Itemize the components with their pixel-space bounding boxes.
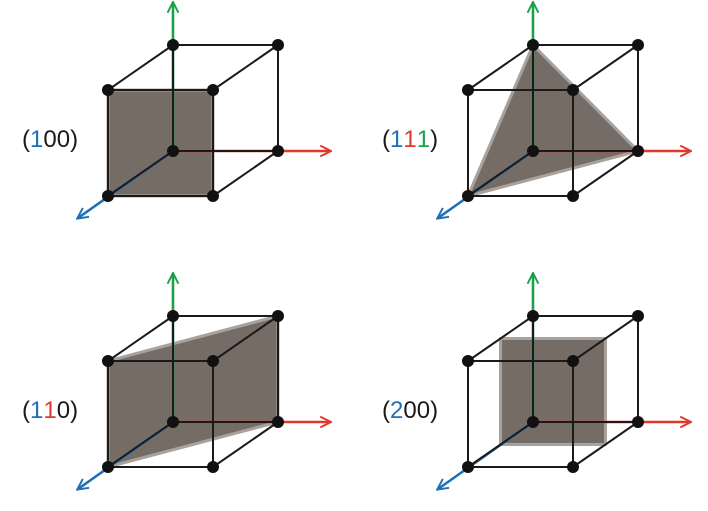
cube-edge-Xp-XZ-p100 — [212, 150, 279, 197]
lattice-point-O-p111 — [527, 145, 539, 157]
cube-edge-O-Z-p110 — [107, 421, 174, 468]
lattice-point-XZ-p200 — [567, 461, 579, 473]
lattice-point-XZ-p100 — [207, 190, 219, 202]
lattice-point-XYZ-p100 — [207, 84, 219, 96]
cube-edge-Yp-YZ-p110 — [107, 315, 174, 362]
crystal-plane-p110 — [106, 314, 280, 469]
cube-edge-Yp-YZ-p200 — [467, 315, 534, 362]
lattice-point-YZ-p100 — [102, 84, 114, 96]
label-100: (100) — [22, 126, 79, 153]
cube-edge-XYp-XYZ-p111 — [572, 44, 639, 91]
cube-p110 — [78, 274, 330, 489]
label-200-digit-1: 2 — [390, 397, 404, 424]
lattice-point-Xp-p200 — [632, 416, 644, 428]
cube-edge-Xp-XZ-p200 — [572, 421, 639, 468]
lattice-point-O-p100 — [167, 145, 179, 157]
lattice-point-O-p110 — [167, 416, 179, 428]
cube-edge-Yp-YZ-p100 — [107, 44, 174, 91]
lattice-point-Z-p110 — [102, 461, 114, 473]
lattice-point-XYp-p200 — [632, 310, 644, 322]
cube-edge-Xp-XZ-p111 — [572, 150, 639, 197]
lattice-point-XYp-p110 — [272, 310, 284, 322]
lattice-point-Yp-p200 — [527, 310, 539, 322]
label-200-digit-2: 0 — [403, 397, 417, 424]
lattice-point-Xp-p100 — [272, 145, 284, 157]
cube-p200 — [438, 274, 690, 489]
cube-edge-XYp-XYZ-p110 — [212, 315, 279, 362]
label-110-digit-1: 1 — [30, 397, 44, 424]
label-100-digit-1: 1 — [30, 126, 44, 153]
lattice-point-XYp-p100 — [272, 39, 284, 51]
lattice-point-Z-p111 — [462, 190, 474, 202]
label-111-digit-3: 1 — [416, 126, 431, 153]
crystal-plane-p200 — [499, 337, 607, 446]
cube-p100 — [78, 3, 330, 218]
crystal-plane-p100 — [106, 88, 215, 198]
lattice-point-XYZ-p200 — [567, 355, 579, 367]
lattice-point-XYZ-p110 — [207, 355, 219, 367]
lattice-point-Z-p100 — [102, 190, 114, 202]
lattice-point-Xp-p111 — [632, 145, 644, 157]
label-110-digit-2: 1 — [43, 397, 57, 424]
cube-edge-O-Z-p200 — [467, 421, 534, 468]
cube-edge-XYp-XYZ-p200 — [572, 315, 639, 362]
cube-edge-O-Z-p100 — [107, 150, 174, 197]
lattice-point-YZ-p110 — [102, 355, 114, 367]
cube-edge-O-Z-p111 — [467, 150, 534, 197]
lattice-point-XZ-p110 — [207, 461, 219, 473]
label-100-digit-3: 0 — [56, 126, 71, 153]
crystal-plane-p111 — [466, 43, 640, 198]
cube-edge-XYp-XYZ-p100 — [212, 44, 279, 91]
cube-p111 — [438, 3, 690, 218]
label-200-digit-3: 0 — [416, 397, 431, 424]
cube-edge-Yp-YZ-p111 — [467, 44, 534, 91]
label-110-digit-3: 0 — [56, 397, 71, 424]
lattice-point-Yp-p100 — [167, 39, 179, 51]
label-100-digit-2: 0 — [43, 126, 57, 153]
label-111-digit-2: 1 — [403, 126, 417, 153]
label-200: (200) — [382, 397, 439, 424]
lattice-point-XYZ-p111 — [567, 84, 579, 96]
label-111: (111) — [382, 126, 439, 153]
cube-edge-Xp-XZ-p110 — [212, 421, 279, 468]
lattice-point-YZ-p200 — [462, 355, 474, 367]
label-111-digit-1: 1 — [390, 126, 404, 153]
lattice-point-YZ-p111 — [462, 84, 474, 96]
lattice-point-Yp-p111 — [527, 39, 539, 51]
lattice-point-O-p200 — [527, 416, 539, 428]
lattice-point-XYp-p111 — [632, 39, 644, 51]
lattice-point-Xp-p110 — [272, 416, 284, 428]
lattice-point-XZ-p111 — [567, 190, 579, 202]
lattice-point-Yp-p110 — [167, 310, 179, 322]
lattice-point-Z-p200 — [462, 461, 474, 473]
label-110: (110) — [22, 397, 79, 424]
